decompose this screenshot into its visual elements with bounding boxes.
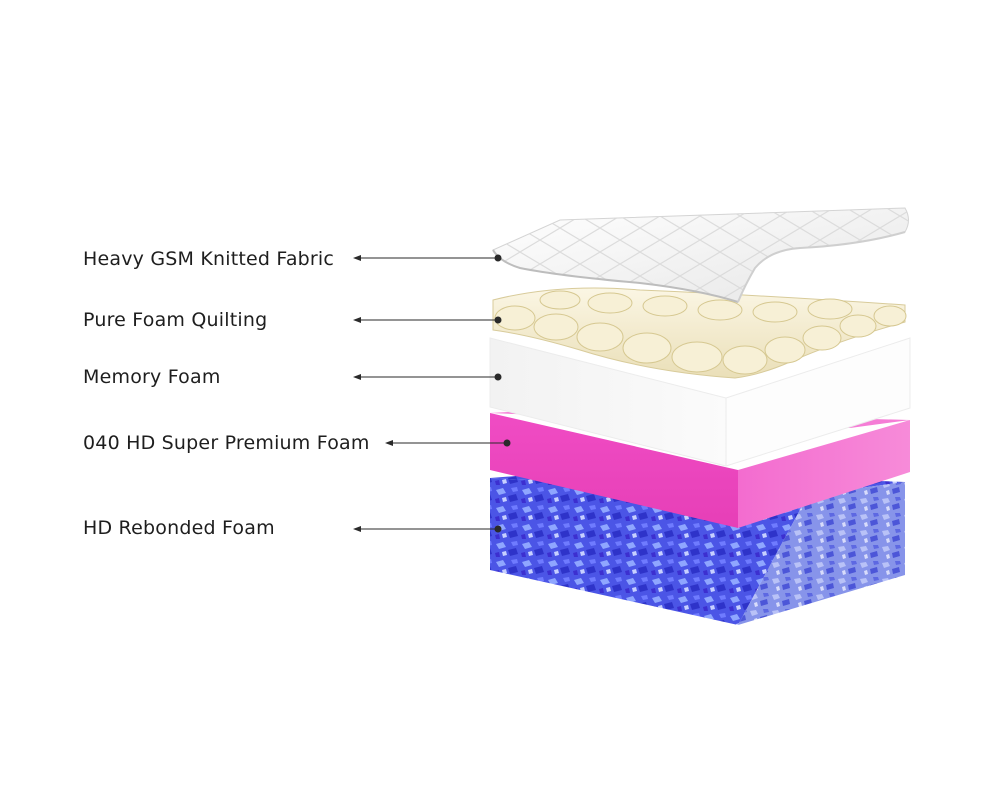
label-foam-quilting: Pure Foam Quilting (83, 309, 268, 331)
arrowhead-icon (353, 374, 361, 380)
quilt-puff (722, 345, 768, 375)
rebonded-foam-side (738, 482, 905, 625)
knitted-fabric-fold (737, 231, 906, 303)
quilt-puff (873, 305, 907, 327)
label-memory-foam: Memory Foam (83, 366, 221, 388)
leader-dot (494, 373, 502, 381)
knitted-fabric-layer (492, 207, 909, 303)
leader-dot (503, 439, 511, 447)
quilt-puff (802, 325, 842, 351)
memory-foam-side (725, 337, 911, 467)
premium-foam-front (490, 413, 738, 528)
arrowhead-icon (353, 317, 361, 323)
quilt-puff (752, 301, 798, 323)
quilt-puff (587, 292, 633, 314)
leader-dot (494, 316, 502, 324)
quilt-puff (533, 313, 579, 341)
knitted-fabric-quilting (493, 208, 909, 302)
quilt-puff (539, 290, 581, 310)
quilt-puff (697, 299, 743, 321)
leader-dot (494, 525, 502, 533)
arrowhead-icon (353, 255, 361, 261)
label-knitted-fabric: Heavy GSM Knitted Fabric (83, 248, 335, 270)
leader-rebonded (353, 525, 502, 533)
leader-quilting (353, 316, 502, 324)
knitted-fabric-edge (492, 249, 739, 303)
quilt-puff (642, 295, 688, 317)
label-rebonded-foam: HD Rebonded Foam (83, 517, 275, 539)
leader-dot (494, 254, 502, 262)
arrowhead-icon (353, 526, 361, 532)
quilt-puff (764, 336, 806, 364)
quilt-puff (494, 305, 536, 331)
quilt-puff (807, 298, 853, 320)
quilt-puff (576, 322, 624, 352)
foam-quilting-layer (492, 287, 907, 379)
quilt-puff (622, 332, 672, 364)
leader-premium (385, 439, 511, 447)
premium-foam-side (738, 420, 910, 528)
arrowhead-icon (385, 440, 393, 446)
memory-foam-layer (489, 337, 911, 467)
leader-lines (353, 254, 511, 533)
label-premium-foam: 040 HD Super Premium Foam (83, 432, 370, 454)
quilt-puff (839, 314, 877, 338)
quilt-puff (671, 341, 723, 373)
leader-memory (353, 373, 502, 381)
leader-fabric (353, 254, 502, 262)
